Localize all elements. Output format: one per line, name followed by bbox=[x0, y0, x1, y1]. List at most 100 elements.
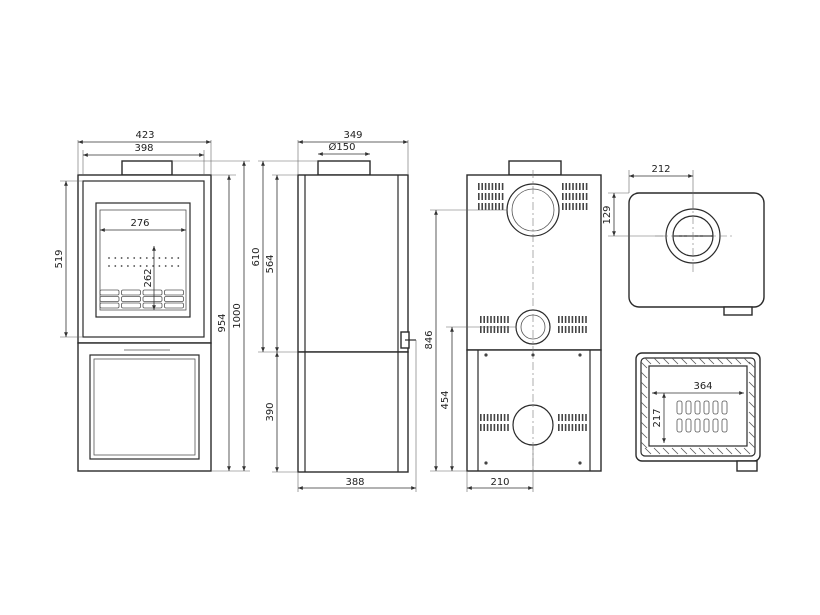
vent-slot bbox=[491, 183, 494, 190]
vent-slot bbox=[564, 326, 567, 333]
label-side-height-flue: 610 bbox=[251, 247, 262, 266]
vent-slot bbox=[483, 424, 485, 431]
vent-slot bbox=[483, 414, 485, 421]
front-base-body bbox=[77, 342, 212, 472]
vent-slot bbox=[585, 183, 588, 190]
dot bbox=[139, 257, 142, 259]
vent-slot bbox=[486, 326, 489, 333]
vent-slot bbox=[500, 414, 502, 421]
hatch-mark bbox=[640, 361, 648, 369]
hatch-mark bbox=[662, 447, 670, 455]
vent-slot bbox=[582, 183, 584, 190]
grate-slot bbox=[685, 418, 692, 433]
vent-slot bbox=[501, 203, 504, 210]
vent-slot bbox=[558, 414, 560, 421]
grate-bar bbox=[164, 302, 184, 309]
vent-slot bbox=[503, 326, 506, 333]
top-view bbox=[628, 192, 765, 316]
dot bbox=[120, 257, 123, 259]
hatch-mark bbox=[748, 411, 756, 419]
vent-slot bbox=[490, 316, 492, 323]
vent-slot bbox=[493, 414, 496, 421]
hatch-mark bbox=[680, 357, 688, 365]
grate-bar bbox=[121, 302, 141, 309]
vent-slot bbox=[578, 316, 580, 323]
vent-slot bbox=[558, 316, 560, 323]
dot bbox=[145, 257, 148, 259]
vent-slot bbox=[484, 203, 487, 210]
vent-slot bbox=[581, 424, 584, 431]
vent-slot bbox=[507, 414, 509, 421]
label-back-height-outlet: 846 bbox=[424, 330, 435, 349]
dot bbox=[145, 265, 148, 267]
section-firebox bbox=[648, 365, 748, 447]
hatch-mark bbox=[707, 357, 715, 365]
vent-slot bbox=[501, 183, 504, 190]
vent-slot bbox=[480, 414, 482, 421]
vent-slot bbox=[486, 424, 489, 431]
front-flue-collar bbox=[121, 160, 173, 176]
hatch-mark bbox=[707, 447, 715, 455]
vent-slot bbox=[562, 183, 564, 190]
hatch-mark bbox=[698, 357, 706, 365]
screw bbox=[531, 353, 535, 357]
label-top-offset-x: 212 bbox=[651, 164, 670, 175]
back-flue-collar bbox=[508, 160, 562, 176]
hatch-mark bbox=[640, 431, 648, 439]
hatch-mark bbox=[640, 421, 648, 429]
vent-slot bbox=[575, 316, 577, 323]
vent-slot bbox=[568, 203, 571, 210]
label-section-width: 364 bbox=[693, 381, 712, 392]
vent-slot bbox=[585, 424, 587, 431]
screw bbox=[484, 353, 488, 357]
hatch-mark bbox=[716, 447, 724, 455]
vent-slot bbox=[585, 193, 588, 200]
dot bbox=[158, 257, 161, 259]
vent-slot bbox=[585, 414, 587, 421]
dot bbox=[171, 257, 173, 259]
hatch-mark bbox=[653, 447, 661, 455]
hatch-mark bbox=[748, 381, 756, 389]
vent-slot bbox=[561, 414, 563, 421]
front-base-door bbox=[89, 354, 200, 460]
hatch-mark bbox=[680, 447, 688, 455]
vent-slot bbox=[565, 183, 567, 190]
vent-slot bbox=[568, 316, 570, 323]
vent-slot bbox=[568, 326, 570, 333]
dot bbox=[171, 265, 173, 267]
grate-bar bbox=[121, 296, 141, 302]
label-side-depth-top: 349 bbox=[343, 130, 362, 141]
grate-bar bbox=[99, 296, 120, 302]
vent-slot bbox=[483, 316, 485, 323]
hatch-mark bbox=[689, 447, 697, 455]
back-view bbox=[466, 160, 602, 472]
vent-slot bbox=[486, 414, 489, 421]
vent-slot bbox=[568, 183, 571, 190]
hatch-mark bbox=[653, 357, 661, 365]
vent-slot bbox=[575, 414, 577, 421]
dot bbox=[133, 257, 136, 259]
hatch-mark bbox=[748, 391, 756, 399]
grate-slot bbox=[676, 400, 683, 415]
top-rear-tab bbox=[723, 306, 753, 316]
vent-slot bbox=[490, 414, 492, 421]
vent-slot bbox=[558, 424, 560, 431]
hatch-mark bbox=[748, 421, 756, 429]
vent-slot bbox=[585, 316, 587, 323]
vent-slot bbox=[575, 424, 577, 431]
dot bbox=[120, 265, 123, 267]
back-screws bbox=[484, 353, 582, 465]
vent-slot bbox=[501, 193, 504, 200]
vent-slot bbox=[500, 316, 502, 323]
vent-slot bbox=[578, 326, 580, 333]
screw bbox=[578, 461, 582, 465]
section-grate-slots bbox=[676, 400, 728, 433]
hatch-mark bbox=[640, 381, 648, 389]
side-base-body bbox=[297, 351, 409, 473]
vent-slot bbox=[488, 183, 490, 190]
vent-slot bbox=[585, 203, 588, 210]
grate-slot bbox=[703, 400, 710, 415]
vent-slot bbox=[491, 193, 494, 200]
vent-slot bbox=[481, 203, 483, 210]
dot bbox=[164, 257, 167, 259]
